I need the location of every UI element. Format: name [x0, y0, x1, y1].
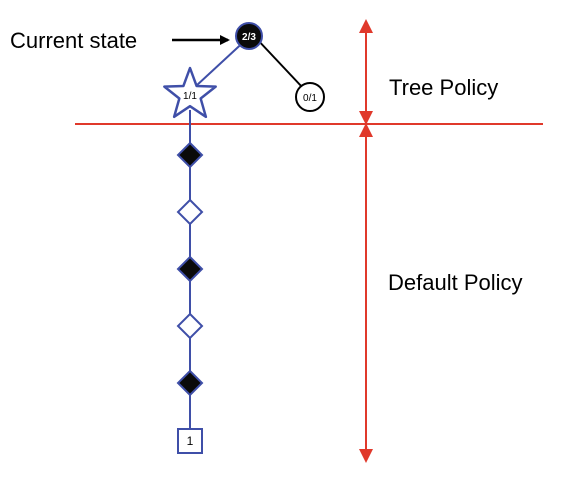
rollout-diamond-black	[176, 141, 204, 169]
rollout-diamond-black	[176, 369, 204, 397]
rollout-diamond-black	[176, 255, 204, 283]
right-child-label: 0/1	[303, 93, 317, 104]
root-node-label: 2/3	[242, 32, 256, 43]
rollout-diamond-white	[176, 312, 204, 340]
left-child-star	[163, 66, 217, 119]
right-child-node	[295, 82, 325, 112]
terminal-node	[177, 428, 203, 454]
root-node	[235, 22, 263, 50]
left-child-label: 1/1	[183, 91, 197, 102]
default-policy-label: Default Policy	[388, 270, 523, 295]
current-state-label: Current state	[10, 28, 137, 53]
rollout-diamonds	[176, 141, 204, 397]
terminal-node-label: 1	[187, 434, 194, 448]
edge-root-to-right	[254, 36, 304, 89]
rollout-diamond-white	[176, 198, 204, 226]
tree-policy-label: Tree Policy	[389, 75, 498, 100]
